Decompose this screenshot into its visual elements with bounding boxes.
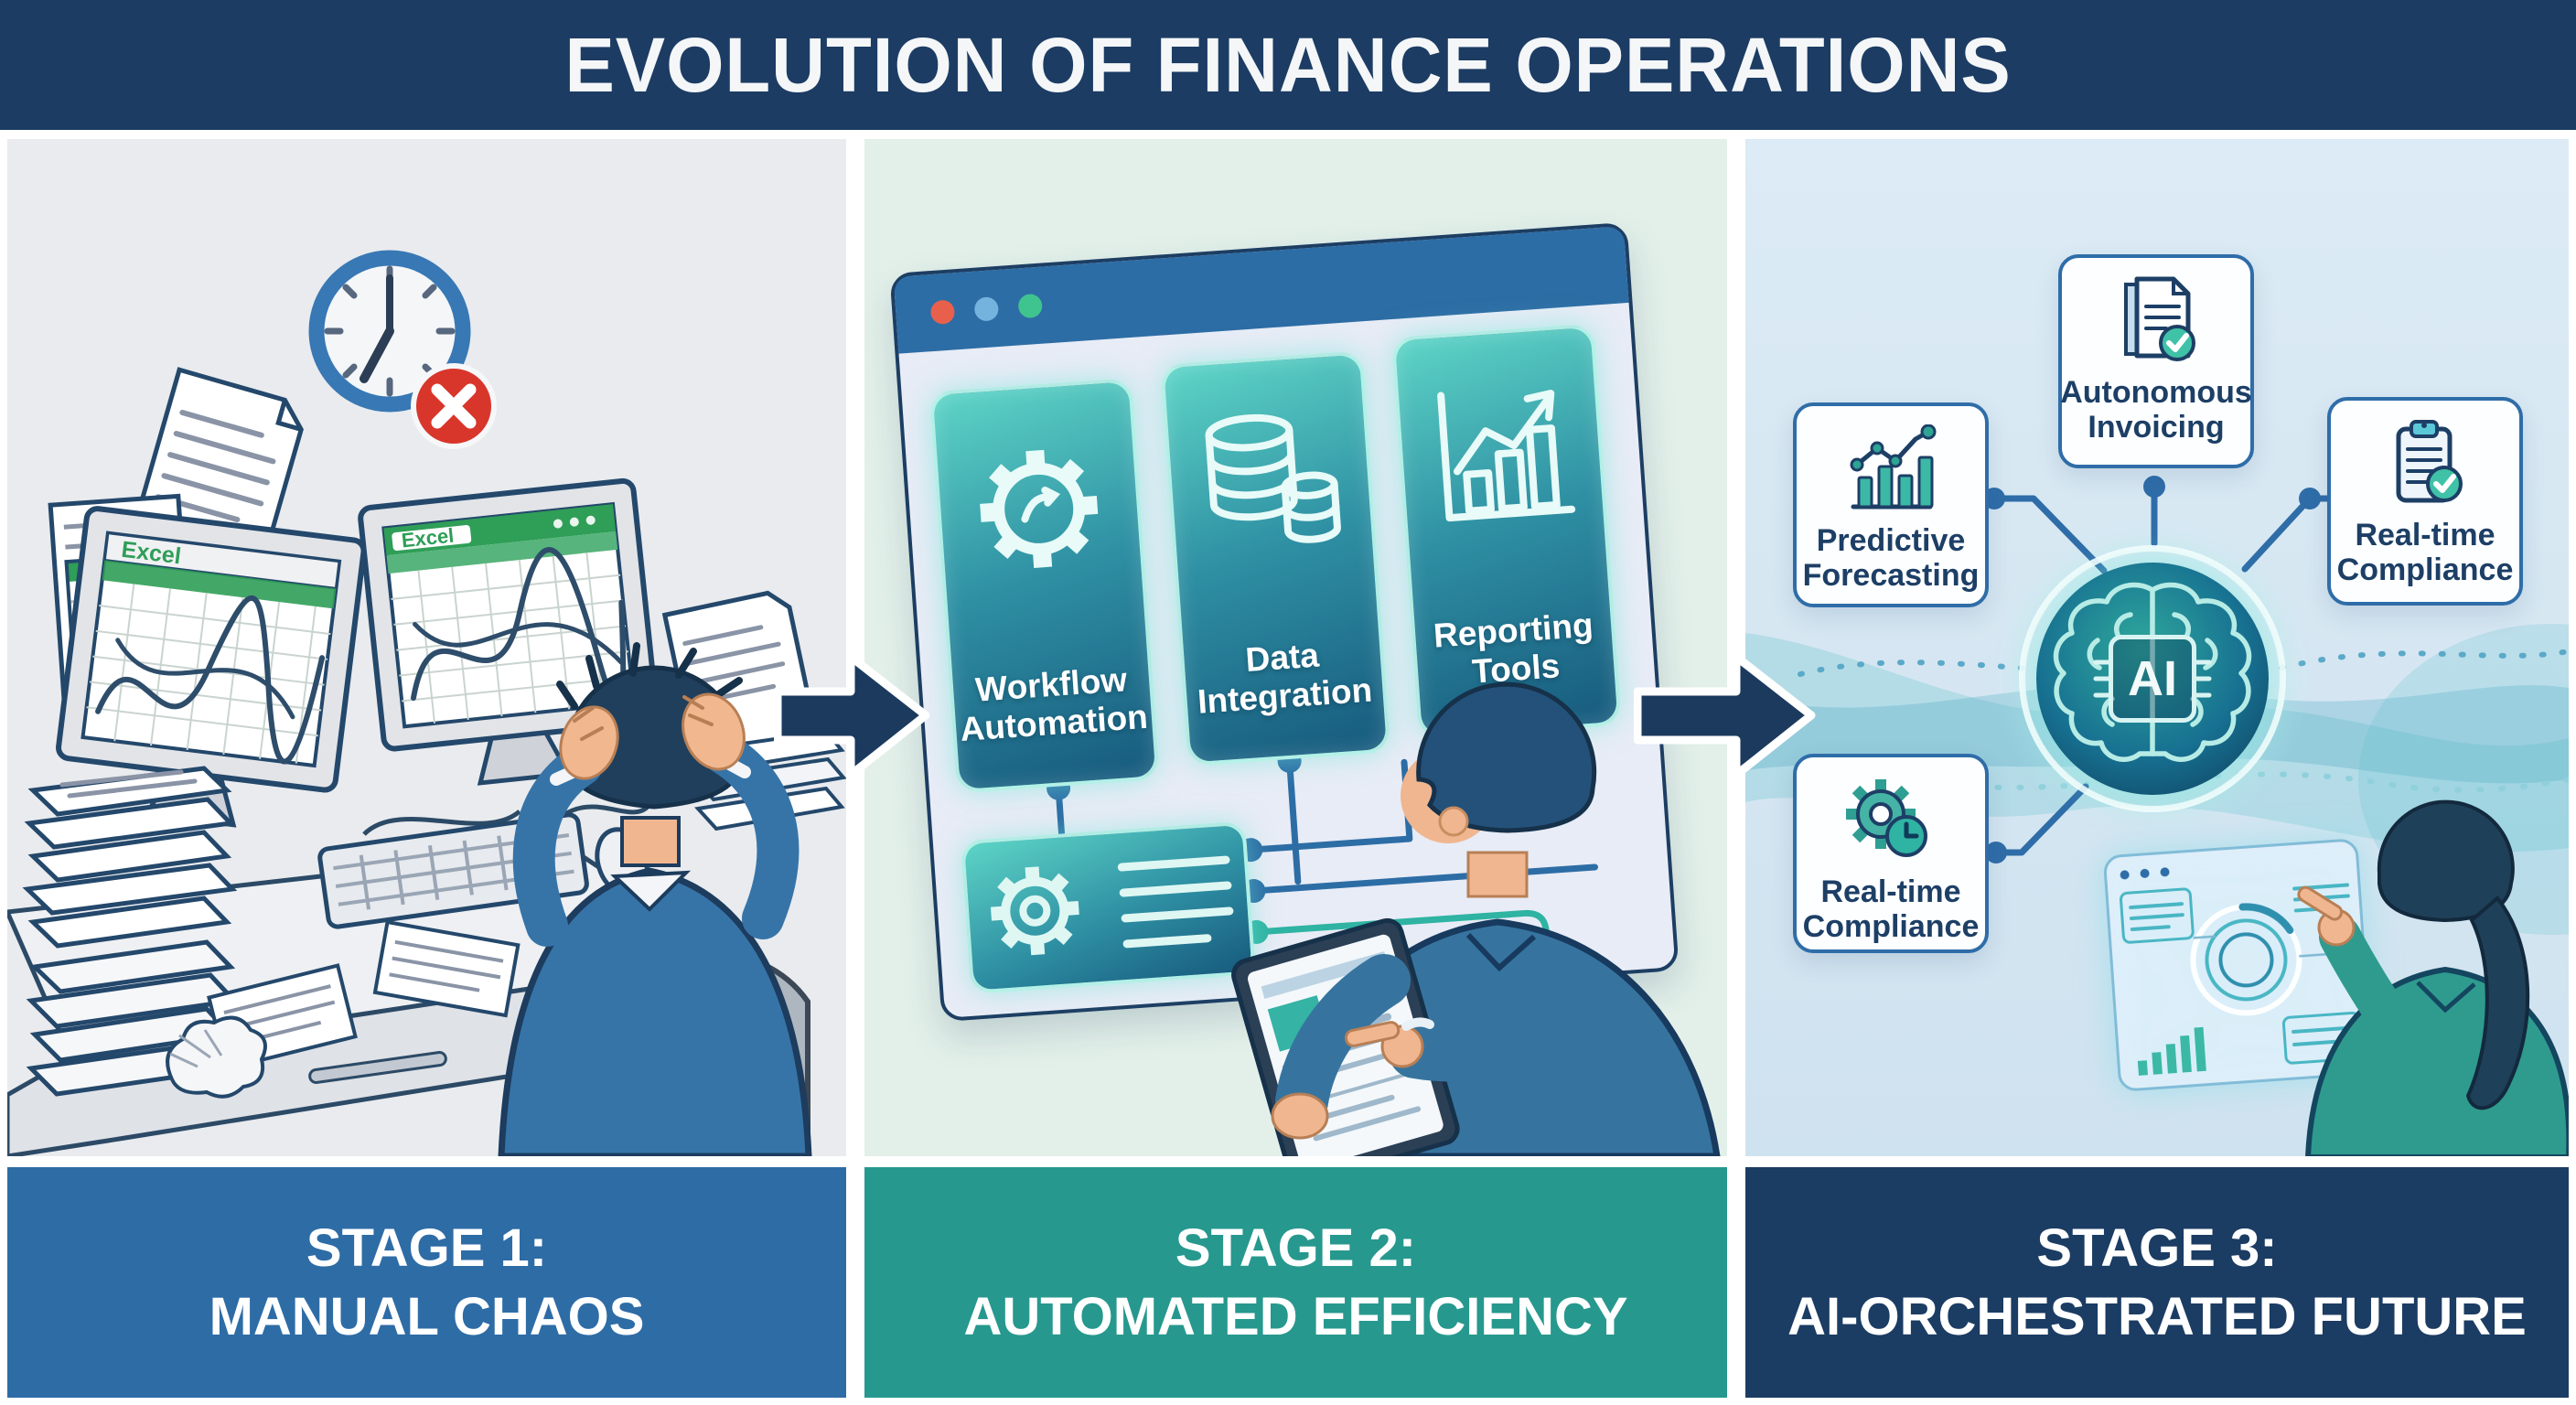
excel-label: Excel	[401, 524, 456, 552]
woman-pointing	[2297, 799, 2569, 1156]
clipboard-check-icon	[2375, 419, 2475, 510]
stressed-person	[498, 642, 812, 1156]
person-neck	[1466, 851, 1529, 898]
card-label: Autonomous Invoicing	[2060, 375, 2252, 445]
card-label: Real-time Compliance	[1802, 874, 1980, 945]
card-label: Predictive Forecasting	[1802, 523, 1980, 594]
realtime-compliance-card-left: Real-time Compliance	[1793, 754, 1989, 953]
workflow-automation-card: Workflow Automation	[928, 378, 1160, 794]
stage3-label-line1: STAGE 3:	[2036, 1217, 2278, 1278]
stage1-label-line2: MANUAL CHAOS	[209, 1287, 645, 1346]
stage1-panel: Excel Excel	[7, 139, 846, 1156]
trend-chart-icon	[1841, 424, 1941, 516]
crumpled-paper	[166, 1015, 267, 1099]
excel-monitor: Excel	[56, 506, 367, 828]
stage-transition-arrow-2	[1634, 652, 1816, 779]
reporting-tools-card: Reporting Tools	[1390, 323, 1622, 740]
hub-connectors	[1983, 476, 2331, 863]
person-arm	[1275, 954, 1411, 1128]
gear-icon	[976, 852, 1093, 973]
card-label: Workflow Automation	[959, 660, 1150, 748]
person-hand	[1271, 1092, 1329, 1140]
browser-window: Workflow Automation	[889, 221, 1680, 1023]
ai-chip: AI	[2109, 635, 2196, 723]
page-title: EVOLUTION OF FINANCE OPERATIONS	[564, 21, 2012, 108]
pointing-finger	[1344, 1021, 1401, 1047]
person-hair	[1416, 681, 1597, 833]
person-with-tablet	[1231, 681, 1721, 1156]
cables	[362, 804, 649, 836]
stage2-panel: Workflow Automation	[864, 139, 1727, 1156]
ai-chip-label: AI	[2128, 651, 2177, 706]
ai-hub-ring	[2019, 545, 2286, 812]
autonomous-invoicing-card: Autonomous Invoicing	[2058, 254, 2254, 468]
woman-body	[2305, 966, 2569, 1156]
stage3-label-line2: AI-ORCHESTRATED FUTURE	[1787, 1287, 2527, 1346]
stage1-footer: STAGE 1: MANUAL CHAOS	[7, 1167, 846, 1398]
header-banner: EVOLUTION OF FINANCE OPERATIONS	[0, 0, 2576, 130]
stage2-label-line2: AUTOMATED EFFICIENCY	[963, 1287, 1628, 1346]
list-lines-icon	[1113, 846, 1240, 960]
person-ear	[1438, 806, 1469, 837]
invoice-check-icon	[2106, 276, 2206, 368]
bar-chart-icon	[1418, 367, 1584, 542]
database-icon	[1186, 394, 1353, 569]
gear-list-card	[960, 820, 1256, 994]
stage3-panel: AI	[1745, 139, 2569, 1156]
ai-hub: AI	[2036, 563, 2269, 795]
desk-papers	[166, 919, 521, 1099]
ai-brain-icon	[2053, 582, 2252, 762]
woman-arm	[2319, 916, 2416, 1047]
stage1-illustration: Excel Excel	[7, 250, 846, 1156]
gear-clock-icon	[1841, 776, 1941, 867]
person-arm	[1389, 972, 1623, 1082]
stage1-label-line1: STAGE 1:	[306, 1217, 548, 1278]
excel-monitor: Excel	[358, 477, 660, 786]
error-x-icon	[411, 363, 497, 449]
woman-hair	[2377, 799, 2515, 923]
card-label: Real-time Compliance	[2336, 518, 2514, 588]
stage-transition-arrow-1	[774, 652, 930, 779]
stage3-footer: STAGE 3: AI-ORCHESTRATED FUTURE	[1745, 1167, 2569, 1398]
data-integration-card: Data Integration	[1160, 350, 1391, 767]
stage2-label-line1: STAGE 2:	[1175, 1217, 1417, 1278]
stage2-footer: STAGE 2: AUTOMATED EFFICIENCY	[864, 1167, 1727, 1398]
clock-icon	[308, 250, 471, 413]
gear-icon	[961, 422, 1118, 596]
predictive-forecasting-card: Predictive Forecasting	[1793, 402, 1989, 607]
realtime-compliance-card-right: Real-time Compliance	[2327, 397, 2523, 606]
paper-stack	[22, 766, 240, 1097]
pointing-finger	[2297, 885, 2344, 921]
woman-ponytail	[2465, 896, 2530, 1110]
